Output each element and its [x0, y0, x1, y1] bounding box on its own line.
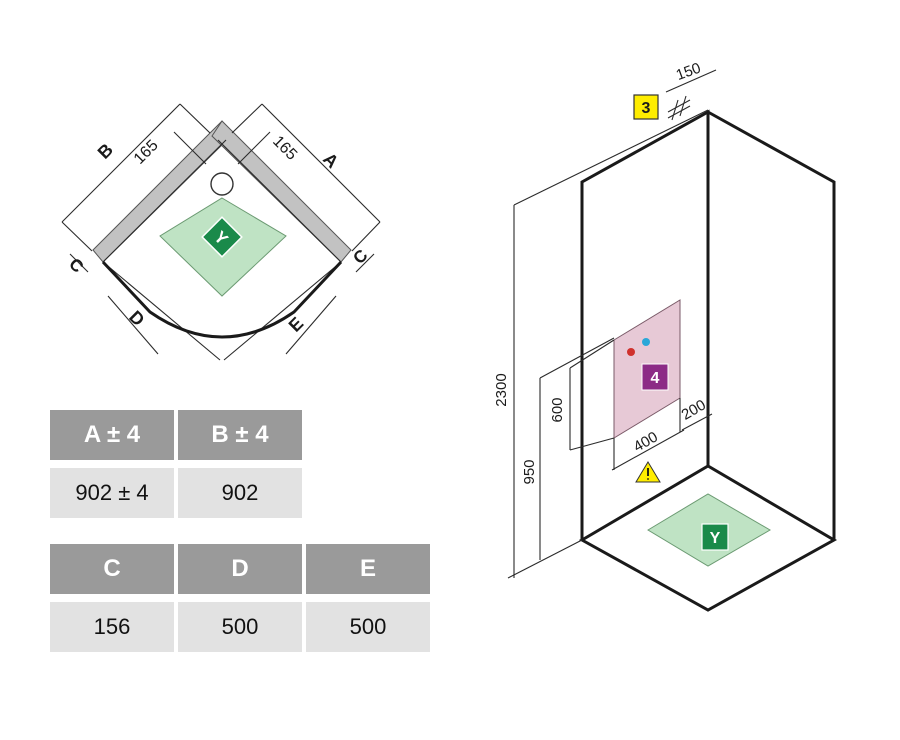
- table-value-e: 500: [306, 602, 430, 652]
- plan-guide: [217, 139, 342, 263]
- dim-label-2300: 2300: [493, 373, 510, 406]
- dim-tick: [231, 103, 263, 134]
- tray-marker-elevation-label: Y: [710, 530, 721, 547]
- dim-label-c-right: C: [349, 246, 371, 268]
- plan-guide: [102, 261, 221, 361]
- table-header-c: C: [50, 544, 174, 594]
- table-value-c: 156: [50, 602, 174, 652]
- cold-water-connection: [642, 338, 650, 346]
- dim-line-c-left: [69, 253, 89, 273]
- dim-line-a: [261, 103, 381, 223]
- tray-marker-elevation: Y: [701, 523, 729, 551]
- dim-line-165-right: [237, 131, 271, 165]
- dim-label-b: B: [94, 139, 117, 162]
- dimension-table-ab: A ± 4 B ± 4 902 ± 4 902: [50, 410, 302, 518]
- drain-circle: [210, 172, 234, 196]
- dimension-table-cde: C D E 156 500 500: [50, 544, 430, 652]
- vent-outlet: [671, 99, 679, 121]
- floor-outline: [578, 464, 838, 612]
- vent-outlet: [679, 95, 687, 117]
- dim-guide: [513, 109, 709, 206]
- dim-line-c-right: [355, 253, 375, 273]
- plan-view: A B 165 165 C C D E Y: [61, 103, 381, 361]
- dim-tick: [351, 221, 381, 252]
- tray-marker-plan: Y: [201, 216, 243, 258]
- dim-guide: [539, 337, 615, 379]
- dim-line-165-left: [173, 131, 207, 165]
- table-header-b: B ± 4: [178, 410, 302, 460]
- right-wall-outline: [707, 110, 836, 540]
- dim-guide: [569, 437, 615, 451]
- vent-marker-label: 3: [642, 100, 651, 117]
- hot-water-connection: [627, 348, 635, 356]
- dim-line-e: [285, 295, 337, 355]
- dim-tick: [61, 221, 93, 252]
- dim-guide: [569, 339, 615, 369]
- plan-guide: [102, 139, 227, 263]
- table-header-d: D: [178, 544, 302, 594]
- dim-label-950: 950: [521, 459, 538, 484]
- vent-outlet: [667, 105, 691, 119]
- panel-marker: 4: [641, 363, 669, 391]
- panel-marker-label: 4: [651, 370, 660, 387]
- dim-line-d: [107, 295, 159, 355]
- dim-label-165-left: 165: [131, 137, 162, 168]
- dim-label-a: A: [319, 149, 342, 172]
- dim-label-600: 600: [549, 397, 566, 422]
- table-value-a: 902 ± 4: [50, 468, 174, 518]
- dim-label-d: D: [125, 307, 148, 330]
- dim-label-200: 200: [679, 396, 709, 423]
- dim-label-400: 400: [631, 428, 661, 455]
- elevation-view: 4 2300 950 600 400 200 3: [493, 60, 838, 612]
- table-value-b: 902: [178, 468, 302, 518]
- dim-guide: [507, 539, 583, 579]
- dim-line-400: [611, 429, 685, 471]
- plan-guide: [223, 261, 342, 361]
- dim-label-c-left: C: [65, 254, 87, 276]
- table-value-d: 500: [178, 602, 302, 652]
- dim-tick: [179, 103, 211, 134]
- tray-curved-edge: [101, 260, 343, 339]
- dim-line-150: [665, 69, 717, 93]
- table-header-e: E: [306, 544, 430, 594]
- vent-outlet: [667, 99, 691, 113]
- table-header-a: A ± 4: [50, 410, 174, 460]
- warning-triangle-icon: [635, 461, 661, 483]
- vent-marker: 3: [633, 94, 659, 120]
- dim-line-b: [61, 103, 181, 223]
- dim-line-200: [681, 413, 713, 431]
- dim-label-150: 150: [674, 60, 703, 85]
